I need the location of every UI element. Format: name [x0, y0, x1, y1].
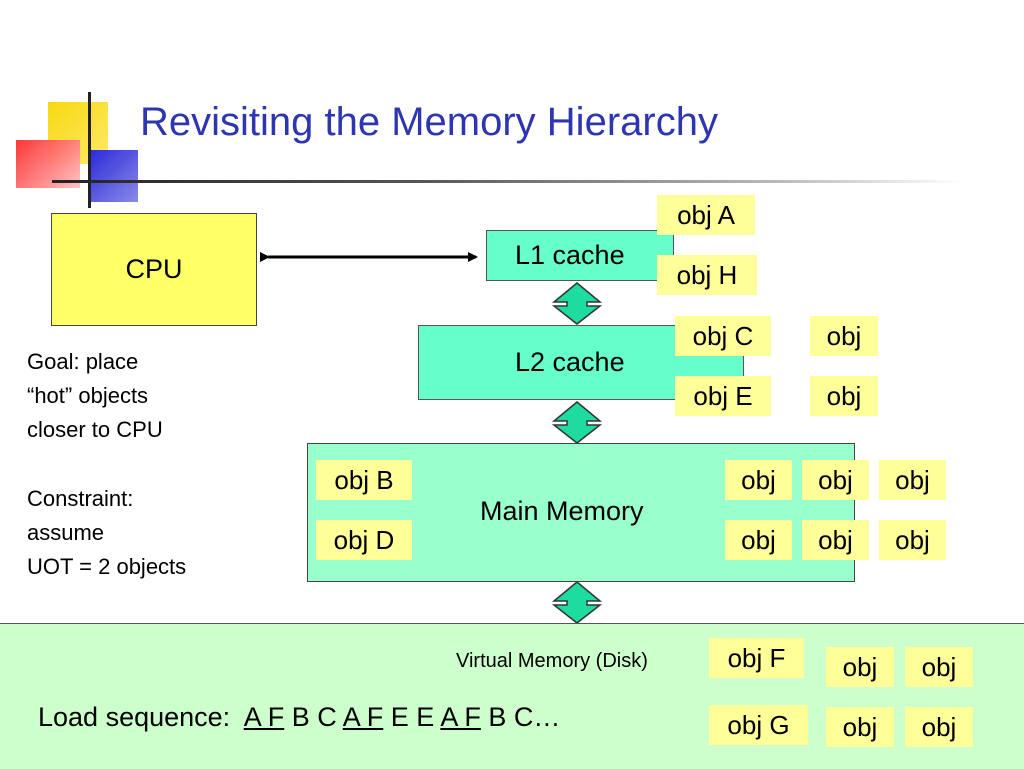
- constraint-line-2: assume: [27, 520, 105, 545]
- obj-l2-slot: obj: [810, 316, 878, 356]
- obj-main-slot: obj: [879, 520, 946, 560]
- obj-main-slot: obj: [802, 520, 869, 560]
- obj-b: obj B: [316, 460, 412, 500]
- l1-l2-double-arrow: [551, 282, 603, 325]
- load-seq-item: A F: [243, 702, 285, 732]
- obj-disk-slot: obj: [826, 647, 894, 687]
- logo-blue-square: [90, 150, 138, 202]
- logo-vertical-line: [88, 92, 91, 208]
- goal-line-1: Goal: place: [27, 349, 139, 374]
- slide-title: Revisiting the Memory Hierarchy: [140, 100, 718, 144]
- obj-d: obj D: [316, 520, 412, 560]
- load-seq-item: B C: [291, 702, 337, 732]
- obj-disk-slot: obj: [905, 647, 973, 687]
- load-seq-item: A F: [440, 702, 481, 732]
- load-sequence-label: Load sequence:: [38, 702, 231, 732]
- obj-disk-slot: obj: [905, 707, 973, 747]
- obj-a: obj A: [657, 195, 755, 235]
- obj-h: obj H: [657, 255, 757, 295]
- goal-note: Goal: place “hot” objects closer to CPU: [27, 345, 163, 447]
- load-sequence: Load sequence: A F B C A F E E A F B C…: [38, 702, 560, 733]
- obj-disk-slot: obj: [826, 707, 894, 747]
- main-disk-double-arrow: [551, 581, 603, 624]
- obj-e: obj E: [675, 376, 771, 416]
- obj-g: obj G: [709, 705, 808, 745]
- main-memory-label: Main Memory: [480, 496, 644, 526]
- l2-cache-label: L2 cache: [515, 347, 625, 377]
- obj-main-slot: obj: [802, 460, 869, 500]
- goal-line-2: “hot” objects: [27, 383, 149, 408]
- load-seq-item: B C…: [488, 702, 561, 732]
- obj-main-slot: obj: [725, 460, 792, 500]
- obj-l2-slot: obj: [810, 376, 878, 416]
- obj-main-slot: obj: [879, 460, 946, 500]
- load-seq-item: E E: [390, 702, 435, 732]
- obj-f: obj F: [709, 638, 804, 678]
- virtual-memory-disk-box: [0, 623, 1024, 769]
- disk-label: Virtual Memory (Disk): [456, 650, 648, 672]
- l1-cache-label: L1 cache: [515, 240, 625, 270]
- constraint-line-3: UOT = 2 objects: [27, 554, 187, 579]
- l1-cache-box: L1 cache: [486, 230, 674, 281]
- load-seq-item: A F: [342, 702, 384, 732]
- l2-main-double-arrow: [551, 401, 603, 444]
- obj-c: obj C: [675, 316, 771, 356]
- cpu-box: CPU: [51, 213, 257, 326]
- constraint-note: Constraint: assume UOT = 2 objects: [27, 482, 186, 584]
- cpu-label: CPU: [125, 254, 183, 284]
- obj-main-slot: obj: [725, 520, 792, 560]
- title-underline: [52, 180, 964, 183]
- goal-line-3: closer to CPU: [27, 417, 163, 442]
- constraint-line-1: Constraint:: [27, 486, 134, 511]
